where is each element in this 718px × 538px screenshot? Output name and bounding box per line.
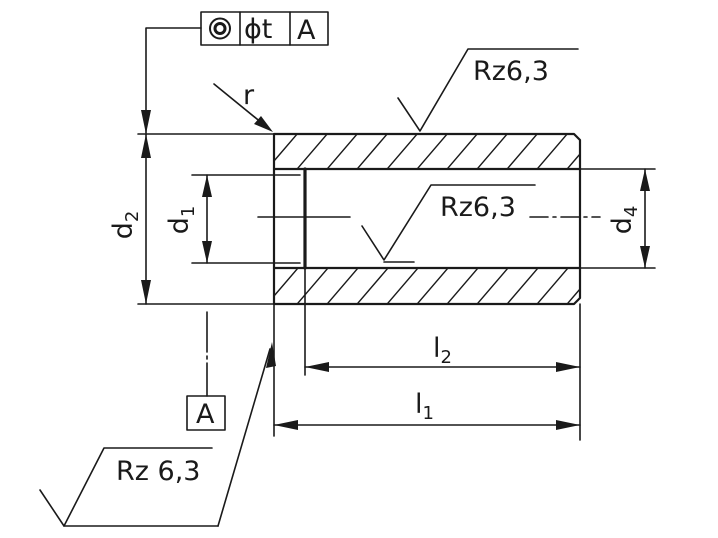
dimension-d2: d2: [108, 133, 275, 305]
datum-box: A: [186, 395, 226, 431]
d4-label: d4: [607, 206, 642, 235]
datum-box-label: A: [196, 399, 215, 430]
d1-label: d1: [164, 206, 199, 235]
radius-callout: r: [213, 80, 273, 132]
radius-label: r: [243, 80, 255, 111]
dimension-d4: d4: [579, 168, 656, 269]
bottom-wall-hatch: [274, 268, 580, 304]
top-wall-hatch: [274, 134, 580, 169]
tolerance-value: ϕt: [244, 14, 272, 45]
tolerance-datum: A: [297, 15, 316, 46]
tolerance-leader-arrow: [141, 110, 151, 134]
dimension-l2: l2: [304, 267, 581, 441]
surface-finish-overall-label: Rz 6,3: [116, 456, 200, 487]
surface-finish-overall: Rz 6,3: [39, 342, 276, 527]
dimension-d1: d1: [164, 174, 301, 397]
dimension-l1: l1: [273, 303, 581, 437]
bushing-section: [257, 132, 601, 306]
surface-finish-inner-label: Rz6,3: [440, 192, 516, 223]
surface-finish-inner: Rz6,3: [361, 184, 536, 263]
concentricity-icon: [209, 17, 231, 40]
d2-label: d2: [108, 211, 143, 240]
tolerance-leader: [145, 27, 202, 134]
surface-finish-outer: Rz6,3: [397, 48, 579, 132]
surface-finish-outer-label: Rz6,3: [473, 56, 549, 87]
l2-label: l2: [433, 333, 452, 368]
tolerance-frame: ϕt A: [141, 11, 329, 134]
l1-label: l1: [415, 389, 434, 424]
